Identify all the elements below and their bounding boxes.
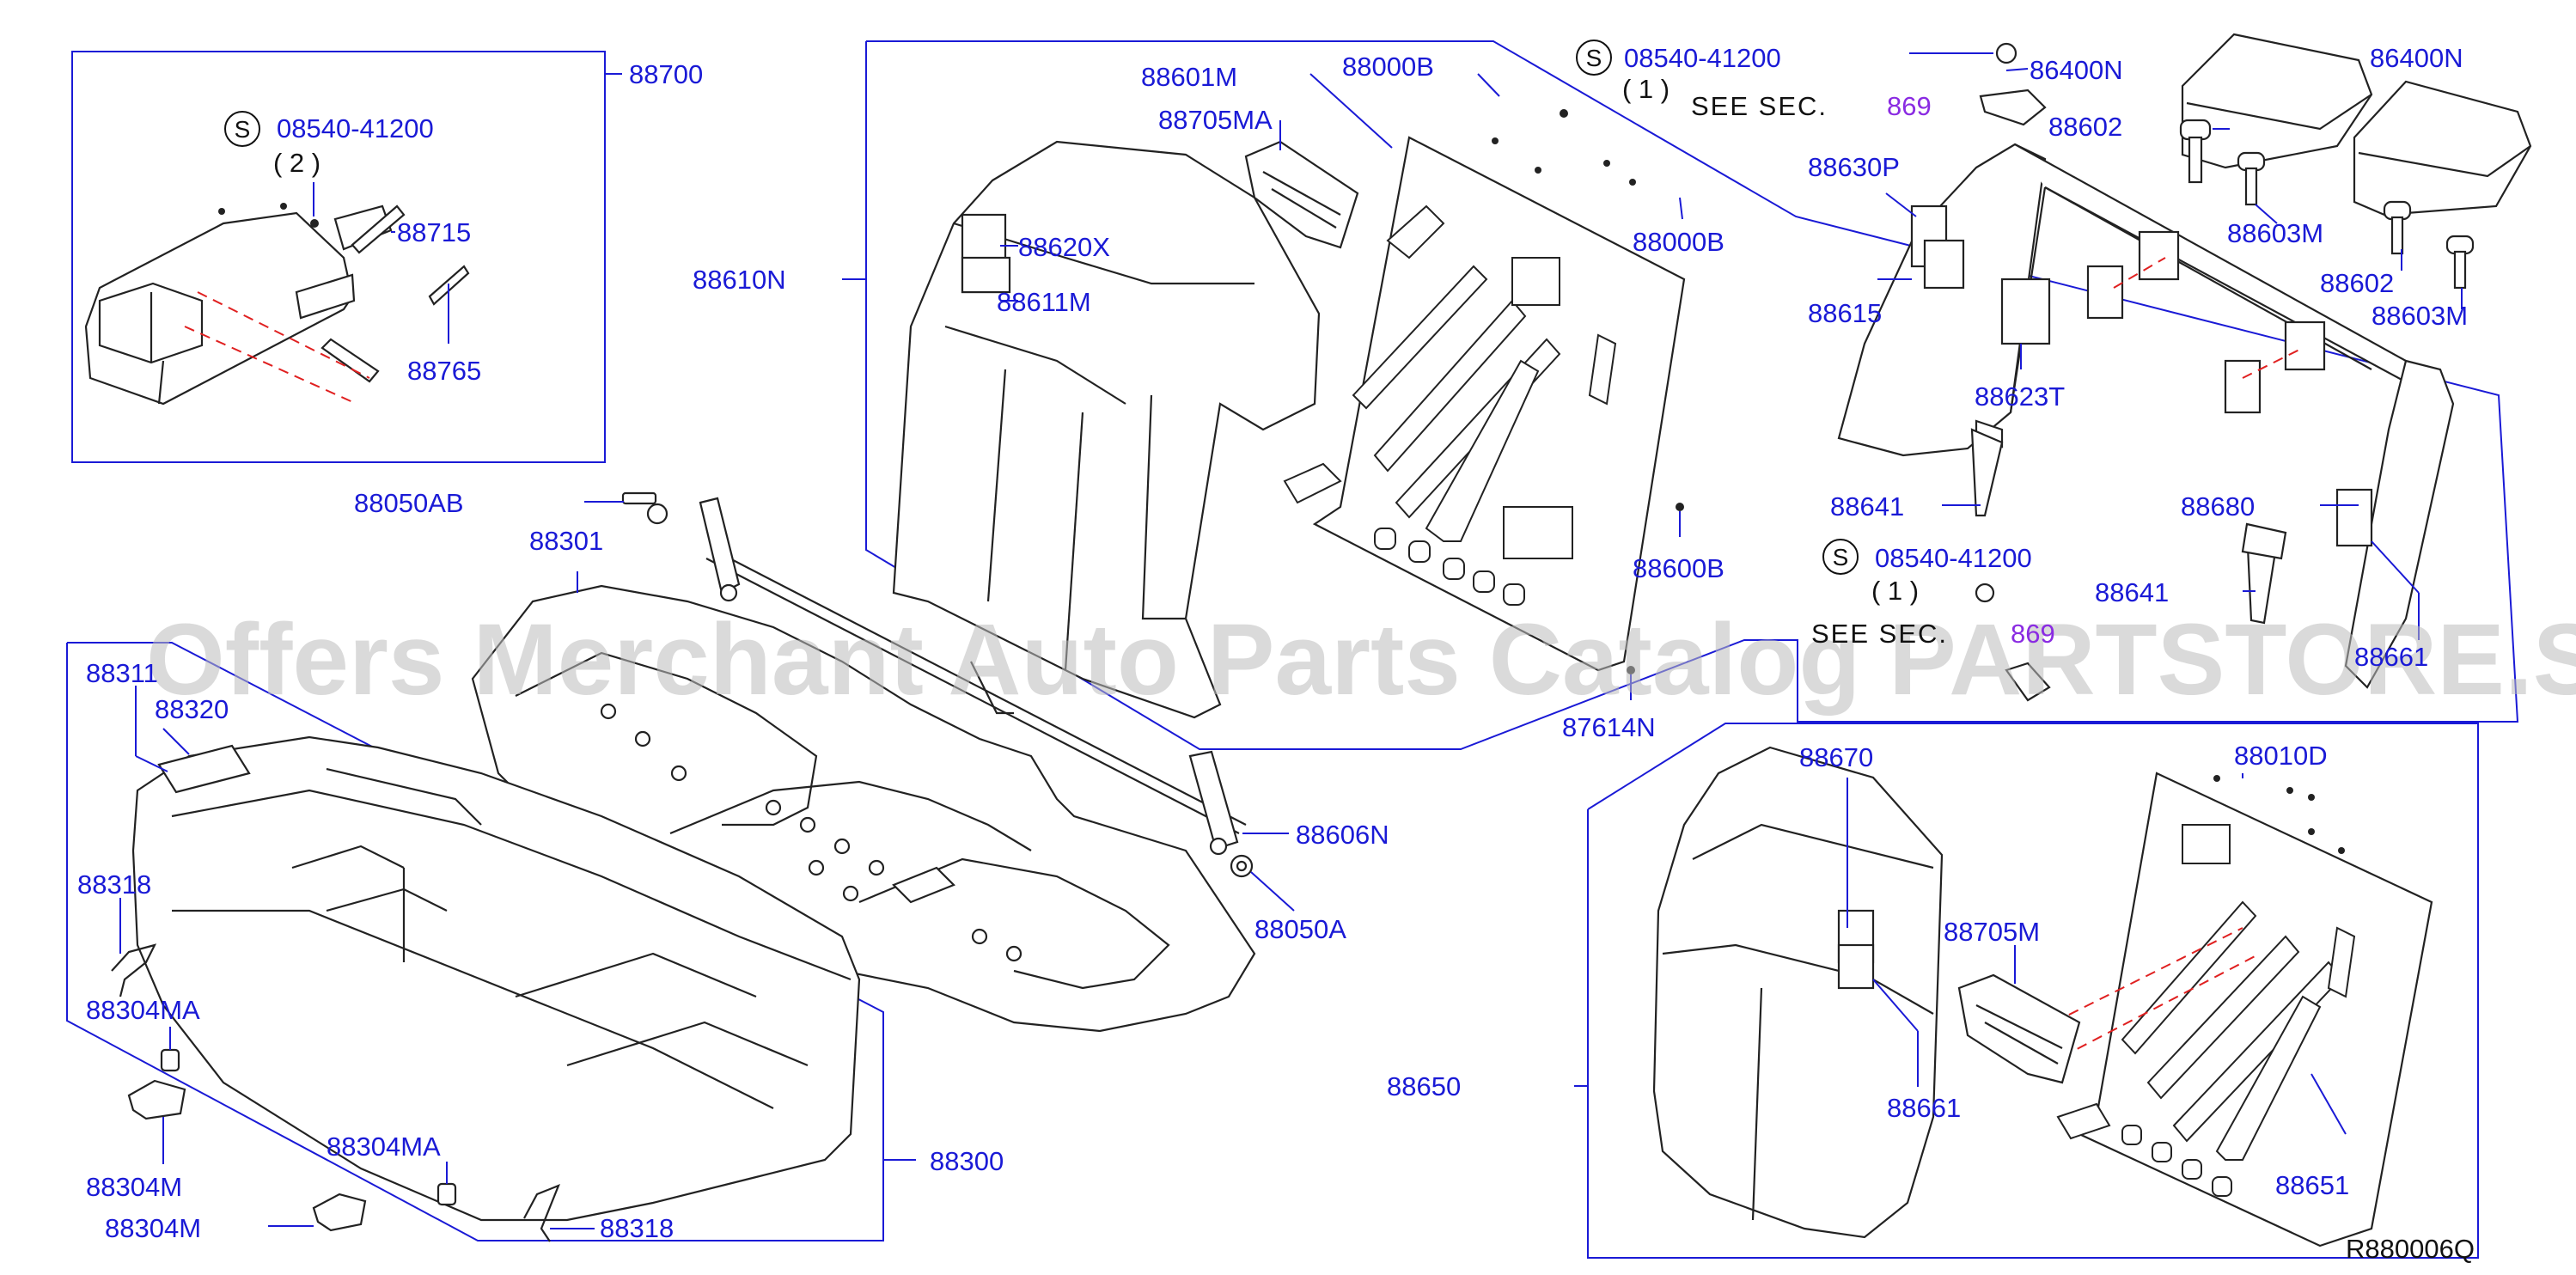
seatback-right-88650	[1652, 746, 1944, 1239]
label-qty-2: ( 2 )	[273, 148, 320, 178]
label-qty-1-a: ( 1 )	[1622, 74, 1670, 104]
label-88318-a: 88318	[77, 869, 151, 900]
label-08540-41200-a: 08540-41200	[277, 113, 434, 143]
label-88304MA-a: 88304MA	[86, 995, 200, 1025]
label-88320: 88320	[155, 694, 229, 724]
label-sec-869-b: 869	[2011, 619, 2055, 649]
label-88700: 88700	[629, 59, 703, 89]
s-symbol-a: S	[235, 116, 251, 143]
seat-cushion-frame-88301	[471, 584, 1256, 1033]
label-87614N: 87614N	[1562, 712, 1656, 742]
label-88602-a: 88602	[2048, 112, 2122, 142]
label-86400N-a: 86400N	[2030, 55, 2123, 85]
label-88705M: 88705M	[1944, 917, 2040, 947]
cushion-clips	[111, 943, 560, 1242]
rear-seatback-left	[892, 140, 1321, 719]
see-sec-hardware	[1627, 583, 2051, 702]
label-88680: 88680	[2181, 491, 2255, 522]
label-88304MA-b: 88304MA	[327, 1132, 441, 1162]
label-88304M-a: 88304M	[86, 1172, 182, 1202]
label-sec-869-a: 869	[1887, 91, 1932, 121]
label-88000B-b: 88000B	[1633, 227, 1724, 257]
label-88603M-b: 88603M	[2372, 301, 2468, 331]
label-88010D: 88010D	[2234, 741, 2328, 771]
label-86400N-b: 86400N	[2370, 43, 2463, 73]
label-88318-b: 88318	[600, 1213, 674, 1243]
seat-cushion-group-outline	[66, 642, 884, 1241]
watermark: Offers Merchant Auto Parts Catalog PARTS…	[146, 603, 2576, 717]
label-88641-b: 88641	[2095, 577, 2169, 607]
label-88661-b: 88661	[1887, 1093, 1961, 1123]
label-88641-a: 88641	[1830, 491, 1904, 522]
label-88620X: 88620X	[1018, 232, 1110, 262]
label-88602-b: 88602	[2320, 268, 2394, 298]
seatback-frame-88601M	[1283, 136, 1686, 672]
rear-seatback-group-outline	[865, 40, 2519, 750]
reference-code: R880006Q	[2346, 1234, 2475, 1264]
label-88610N: 88610N	[693, 265, 786, 295]
label-88050AB: 88050AB	[354, 488, 464, 518]
label-88705MA: 88705MA	[1158, 105, 1273, 135]
label-88301: 88301	[529, 526, 603, 556]
armrest-assembly	[84, 203, 470, 406]
label-88715: 88715	[397, 217, 471, 247]
label-88603M-a: 88603M	[2227, 218, 2323, 248]
label-88304M-b: 88304M	[105, 1213, 201, 1243]
latch-88705M	[1957, 973, 2081, 1084]
label-08540-41200-b: 08540-41200	[1624, 43, 1781, 73]
label-88311: 88311	[86, 658, 158, 688]
seat-cushion-88300	[131, 735, 861, 1222]
headrests-86400N	[1979, 33, 2532, 217]
part-labels: 88700 08540-41200 ( 2 ) 88715 88765 8805…	[77, 43, 2475, 1264]
s-symbols: S S S	[224, 40, 1859, 575]
label-88611M: 88611M	[997, 287, 1091, 317]
label-88600B: 88600B	[1633, 553, 1724, 583]
seatback-frame-88651	[2053, 772, 2433, 1248]
label-see-sec-b: SEE SEC.	[1811, 619, 1948, 649]
leader-lines	[119, 52, 2463, 1229]
center-back-assembly	[1837, 143, 2455, 689]
label-88300: 88300	[930, 1146, 1004, 1176]
label-88601M: 88601M	[1141, 62, 1237, 92]
label-88630P: 88630P	[1808, 152, 1900, 182]
label-88615: 88615	[1808, 298, 1882, 328]
label-qty-1-b: ( 1 )	[1871, 576, 1919, 606]
label-88606N: 88606N	[1296, 820, 1389, 850]
label-see-sec-a: SEE SEC.	[1691, 91, 1828, 121]
wire-bar-88606N	[699, 497, 1247, 856]
fasteners	[621, 491, 1254, 878]
s-symbol-b: S	[1586, 45, 1602, 71]
headrest-guides	[2179, 119, 2475, 290]
label-88765: 88765	[407, 356, 481, 386]
label-88661-a: 88661	[2354, 642, 2428, 672]
bolts-88000B	[1492, 109, 1684, 511]
label-88650: 88650	[1387, 1071, 1461, 1101]
label-08540-41200-c: 08540-41200	[1875, 543, 2032, 573]
seatback-right-group-outline	[1587, 723, 2479, 1259]
label-88670: 88670	[1799, 742, 1873, 772]
bolts-88010D	[2213, 775, 2345, 854]
armrest-group-box	[71, 51, 606, 463]
s-symbol-c: S	[1833, 544, 1849, 570]
label-88050A: 88050A	[1254, 914, 1346, 944]
label-88651: 88651	[2275, 1170, 2349, 1200]
label-88000B-a: 88000B	[1342, 52, 1434, 82]
label-88623T: 88623T	[1975, 381, 2065, 412]
